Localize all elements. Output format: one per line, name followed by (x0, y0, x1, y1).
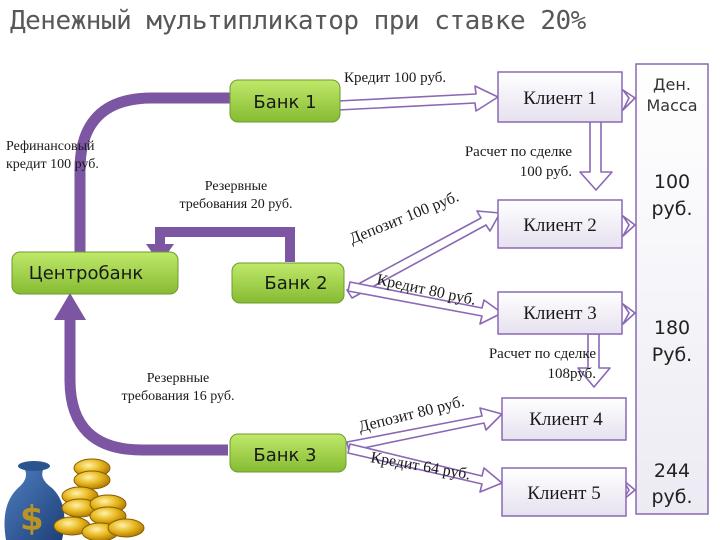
money-mass-stage-3-value: 244 (654, 460, 690, 482)
settlement-2-label-line2: 108руб. (548, 366, 597, 382)
settlement-1-label-line2: 100 руб. (520, 164, 572, 180)
deposit-arrow-2 (346, 407, 503, 452)
credit-arrow-3 (347, 443, 503, 493)
slide-title: Денежный мультипликатор при ставке 20% (10, 6, 586, 36)
money-mass-header-line2: Масса (646, 96, 697, 115)
client-4-box: Клиент 4 (501, 397, 627, 441)
bank-3-label: Банк 3 (253, 445, 316, 466)
bank-1-box: Банк 1 (229, 79, 341, 123)
client-2-box: Клиент 2 (497, 199, 623, 249)
client-2-label: Клиент 2 (523, 215, 596, 236)
client-5-box: Клиент 5 (501, 467, 627, 517)
centrobank-label: Центробанк (29, 263, 144, 284)
bank-3-box: Банк 3 (229, 433, 347, 473)
settlement-arrow-1 (579, 113, 613, 191)
client-4-label: Клиент 4 (529, 409, 603, 430)
reserve-20-label-line2: требования 20 руб. (180, 197, 293, 212)
bank-2-label: Банк 2 (264, 273, 327, 294)
credit-64-label: Кредит 64 руб. (369, 449, 471, 483)
centrobank-box: Центробанк (11, 251, 179, 295)
money-mass-stage-1-unit: руб. (651, 198, 692, 220)
chevron-marker-3 (622, 303, 636, 325)
money-mass-stage-2-value: 180 (654, 317, 690, 339)
settlement-2-label-line1: Расчет по сделке (489, 346, 596, 362)
money-mass-stage-3-unit: руб. (651, 486, 692, 508)
money-bag-icon: $ (4, 461, 65, 540)
reserve-20-label-line1: Резервные (205, 179, 267, 194)
credit-arrow-2 (347, 281, 503, 325)
client-5-label: Клиент 5 (527, 483, 600, 504)
client-1-box: Клиент 1 (497, 71, 623, 123)
gold-coins-icon (53, 458, 145, 540)
deposit-arrow-1 (346, 210, 501, 299)
bank-2-box: Банк 2 (231, 262, 345, 304)
refinance-label-line1: Рефинансовый (6, 139, 95, 154)
reserve-16-label-line1: Резервные (147, 371, 209, 386)
client-1-label: Клиент 1 (523, 88, 596, 109)
svg-text:$: $ (20, 499, 44, 539)
credit-arrow-1 (337, 85, 499, 112)
settlement-1-label-line1: Расчет по сделке (465, 144, 572, 160)
refinance-label-line2: кредит 100 руб. (6, 157, 99, 172)
client-3-label: Клиент 3 (523, 303, 596, 324)
bank-1-label: Банк 1 (253, 92, 316, 113)
money-mass-stage-1-value: 100 (654, 171, 690, 193)
client-3-box: Клиент 3 (497, 291, 623, 335)
reserve-16-label-line2: требования 16 руб. (122, 389, 235, 404)
money-mass-header-line1: Ден. (653, 75, 691, 94)
chevron-marker-1 (622, 89, 636, 111)
money-mass-stage-2-unit: Руб. (652, 344, 692, 366)
credit-100-label: Кредит 100 руб. (344, 70, 446, 86)
chevron-marker-2 (622, 215, 636, 237)
refinance-arrow-bottom (54, 293, 228, 456)
settlement-arrow-2 (577, 333, 611, 388)
money-mass-column (635, 63, 709, 515)
